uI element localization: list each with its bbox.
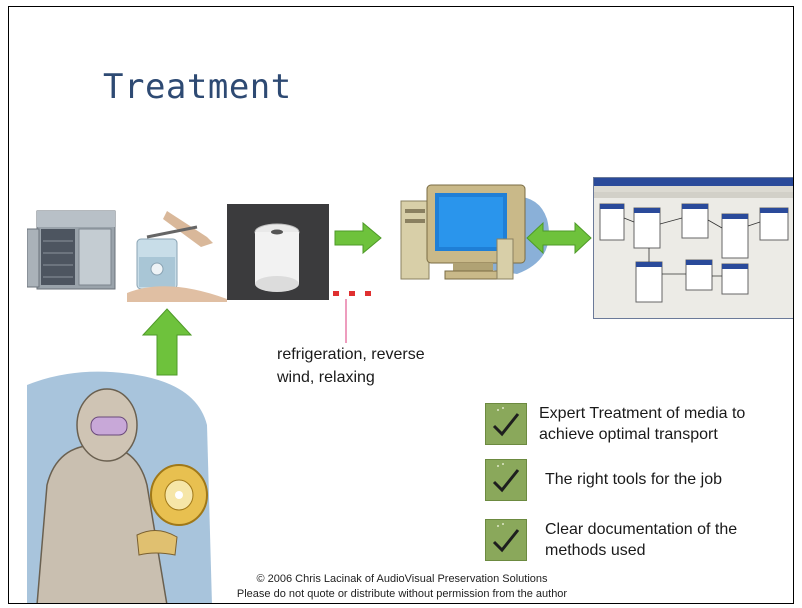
copyright-footer: © 2006 Chris Lacinak of AudioVisual Pres…	[9, 572, 793, 602]
footer-line-2: Please do not quote or distribute withou…	[236, 588, 568, 600]
database-window-screenshot	[593, 177, 793, 319]
caption-line-2: wind, relaxing	[277, 369, 375, 386]
bullet-expert-treatment: Expert Treatment of media to achieve opt…	[485, 403, 745, 445]
bullet-2-line-1: The right tools for the job	[545, 471, 722, 488]
checkmark-icon	[485, 403, 527, 445]
treatment-caption: refrigeration, reverse wind, relaxing	[277, 343, 425, 389]
bullet-clear-documentation: Clear documentation of the methods used	[485, 519, 737, 561]
bullet-3-line-1: Clear documentation of the	[545, 521, 738, 538]
slide-title: Treatment	[103, 67, 292, 107]
caption-line-1: refrigeration, reverse	[277, 346, 425, 363]
computer-icon	[400, 184, 549, 280]
bullet-1-line-1: Expert Treatment of media to	[539, 405, 746, 422]
bullet-1-line-2: achieve optimal transport	[539, 426, 718, 443]
double-arrow-icon	[526, 221, 592, 255]
bullet-right-tools: The right tools for the job	[485, 459, 722, 501]
arrow-up-icon	[141, 308, 193, 376]
pointer-line	[345, 299, 347, 343]
technician-hazmat-icon	[27, 371, 212, 603]
beaker-hand-icon	[127, 211, 227, 302]
bullet-3-line-2: methods used	[545, 542, 646, 559]
incubator-oven-icon	[27, 210, 116, 290]
footer-line-1: © 2006 Chris Lacinak of AudioVisual Pres…	[256, 573, 548, 585]
ellipsis-dots-icon	[333, 291, 371, 296]
checkmark-icon	[485, 459, 527, 501]
tape-roll-photo	[227, 204, 329, 300]
arrow-right-icon	[334, 221, 382, 255]
slide: Treatment	[8, 6, 794, 604]
checkmark-icon	[485, 519, 527, 561]
